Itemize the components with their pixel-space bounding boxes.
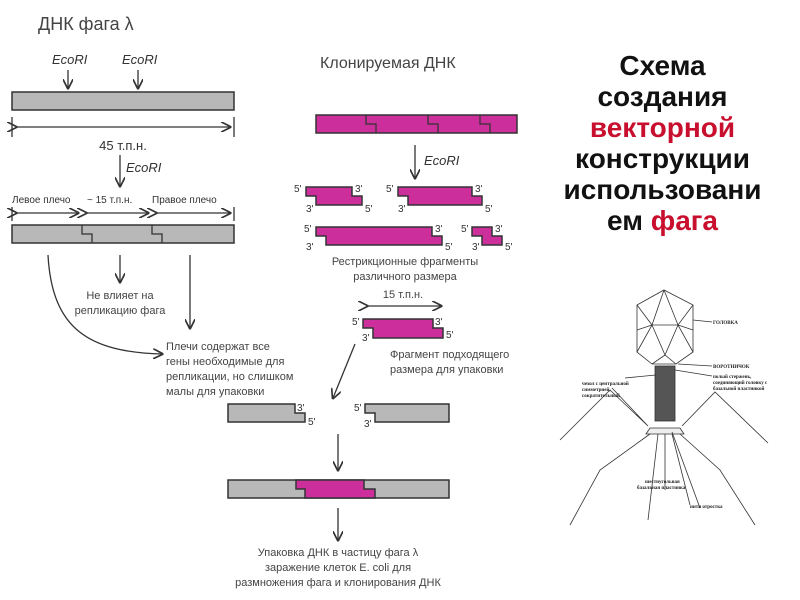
phage-label-sheath: чехол с центральной [582,382,629,387]
title-highlight: фага [650,205,718,236]
end-label: 3' [362,333,370,344]
ecori-label: EcoRI [424,153,460,168]
end-label: 3' [435,224,443,235]
end-label: 5' [505,242,513,253]
bacteriophage-illustration [559,289,769,526]
bottom-caption: Упаковка ДНК в частицу фага λ [258,547,419,559]
length-label: 45 т.п.н. [99,138,147,153]
end-label: 3' [435,317,443,328]
fragments-caption: Рестрикционные фрагменты [332,256,478,268]
end-label: 5' [294,184,302,195]
end-label: 3' [495,224,503,235]
bottom-caption: заражение клеток E. coli для [265,562,411,574]
arms-note: малы для упаковки [166,386,264,398]
phage-label-core: полый стержень, [713,375,752,380]
end-label: 5' [446,330,454,341]
phage-dna-heading: ДНК фага λ [38,14,134,34]
ecori-label: EcoRI [126,160,162,175]
end-label: 5' [308,417,316,428]
phage-label-head: ГОЛОВКА [713,321,738,326]
end-label: 3' [398,204,406,215]
title-text: ем [606,205,651,236]
end-label: 3' [306,242,314,253]
phage-label-fibers: нити отростка [690,505,723,510]
middle-length-label: ~ 15 т.п.н. [87,195,132,206]
end-label: 3' [297,403,305,414]
phage-label-sheath: симметрией, [582,388,611,393]
end-label: 3' [472,242,480,253]
title-line: создания [597,81,728,112]
title-line: Схема [619,50,706,81]
phage-label-sheath: сократительный [582,394,620,399]
right-arm-label: Правое плечо [152,195,217,206]
left-arm-label: Левое плечо [12,195,71,206]
end-label: 5' [445,242,453,253]
bottom-caption: размножения фага и клонирования ДНК [235,577,441,589]
slide-title: Схема создания векторной конструкции исп… [530,50,795,236]
phage-label-baseplate: базальная пластинка [637,486,686,491]
insert-caption: Фрагмент подходящего [390,349,509,361]
phage-label-core: соединяющий головку с [713,381,768,386]
cloned-dna-heading: Клонируемая ДНК [320,55,456,72]
right-arm-fragment [364,403,450,423]
cut-phage-dna-bar [11,224,235,244]
end-label: 3' [306,204,314,215]
title-line: конструкции [575,143,750,174]
end-label: 3' [475,184,483,195]
left-arm-fragment [227,403,306,423]
end-label: 3' [364,419,372,430]
end-label: 5' [304,224,312,235]
ecori-label: EcoRI [52,52,88,67]
end-label: 5' [365,204,373,215]
insert-caption: размера для упаковки [390,364,503,376]
no-effect-text: Не влияет на [86,290,154,302]
phage-dna-bar [11,91,235,111]
fragments-caption: различного размера [353,271,457,283]
end-label: 3' [355,184,363,195]
title-line: ем фага [530,205,795,236]
end-label: 5' [485,204,493,215]
ecori-label: EcoRI [122,52,158,67]
arms-note: Плечи содержат все [166,341,270,353]
end-label: 5' [386,184,394,195]
restriction-fragments [305,186,503,246]
phage-label-core: базальной пластинкой [713,387,764,392]
arms-note: репликации, но слишком [166,371,293,383]
phage-label-baseplate: шестиугольная [645,480,680,485]
arms-note: гены необходимые для [166,356,284,368]
end-label: 5' [461,224,469,235]
end-label: 5' [354,403,362,414]
insert-length-label: 15 т.п.н. [383,289,423,301]
title-line: использовани [563,174,762,205]
end-label: 5' [352,317,360,328]
insert-fragment [362,318,444,339]
phage-label-collar: ВОРОТНИЧОК [713,365,750,370]
title-highlight: векторной [589,112,736,143]
no-effect-text: репликацию фага [75,305,167,317]
